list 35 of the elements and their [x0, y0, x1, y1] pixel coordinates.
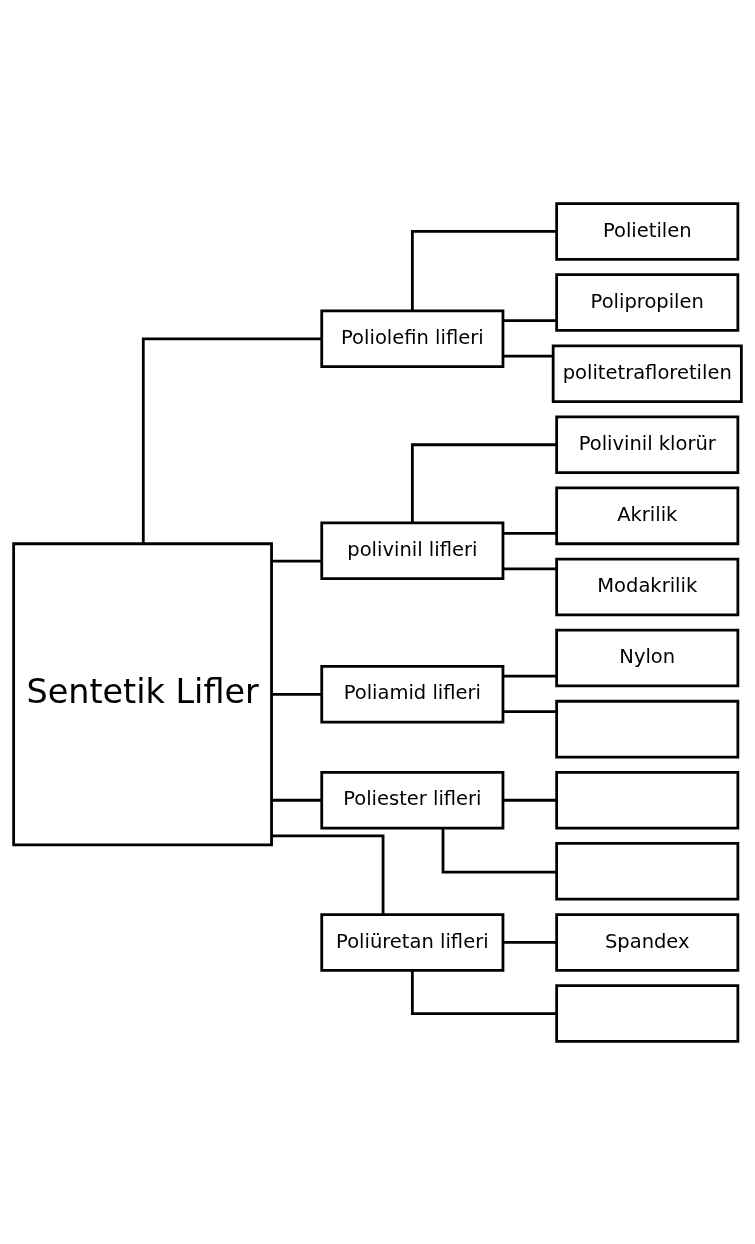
node-box: Modakrilik: [555, 557, 740, 616]
node-box: [555, 983, 740, 1043]
connector: [503, 798, 557, 802]
node-box: Polipropilen: [555, 272, 740, 332]
node-box: Poliolefin lifleri: [320, 309, 505, 368]
connector: [271, 559, 322, 563]
node-box: Polivinil klorür: [555, 414, 740, 474]
node-box: Poliamid lifleri: [320, 664, 505, 724]
connector: [503, 318, 557, 322]
node-box: [555, 699, 740, 758]
node-box: Sentetik Lifler: [12, 541, 273, 846]
connector: [410, 970, 557, 1015]
node-box: [555, 770, 740, 830]
connector: [141, 336, 322, 544]
connector: [503, 531, 557, 535]
node-box: Nylon: [555, 628, 740, 687]
connector: [441, 827, 557, 873]
connector: [503, 709, 557, 713]
connector: [503, 566, 557, 570]
connector: [410, 442, 557, 522]
node-box: Akrilik: [555, 486, 740, 545]
connector: [271, 692, 322, 696]
node-box: Poliüretan lifleri: [320, 912, 505, 972]
node-box: [555, 841, 740, 901]
node-box: Spandex: [555, 912, 740, 972]
connector: [410, 229, 557, 311]
connector: [271, 833, 385, 914]
node-box: Poliester lifleri: [320, 770, 505, 830]
connector: [503, 940, 557, 944]
node-box: Polietilen: [555, 201, 740, 261]
connector: [503, 674, 557, 678]
node-box: polivinil lifleri: [320, 520, 505, 580]
connector: [503, 354, 553, 358]
connector: [271, 798, 322, 802]
node-box: politetrafloretilen: [551, 343, 743, 403]
